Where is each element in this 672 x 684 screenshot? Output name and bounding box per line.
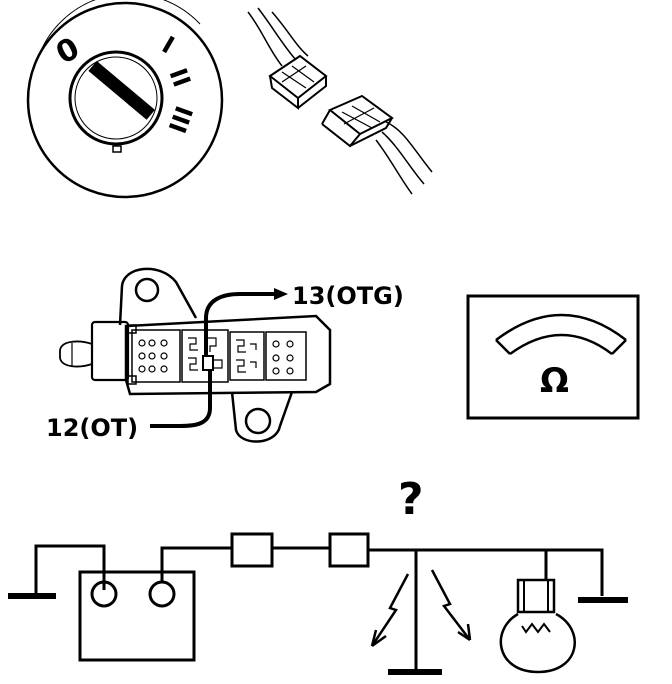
position-2-label: II <box>164 64 196 90</box>
ohmmeter: Ω <box>466 294 640 420</box>
plug-connectors <box>247 7 433 195</box>
key-slot-icon <box>88 60 155 120</box>
position-3-label: III <box>162 102 197 137</box>
position-0-label: 0 <box>50 31 85 72</box>
ohm-symbol: Ω <box>540 361 569 401</box>
position-1-label: I <box>157 31 179 60</box>
question-mark: ? <box>398 474 424 525</box>
pin-12-label: 12(OT) <box>46 414 138 442</box>
ignition-switch: 0 I II III <box>26 0 224 199</box>
circuit <box>8 532 628 675</box>
connector-block <box>59 267 332 443</box>
pin-13-label: 13(OTG) <box>292 282 404 310</box>
